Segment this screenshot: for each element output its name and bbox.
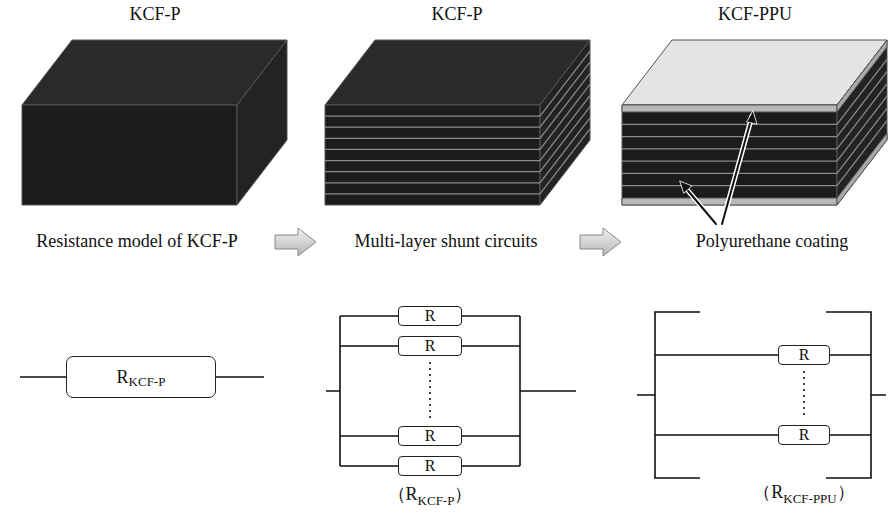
resistor-label: R bbox=[117, 367, 129, 388]
resistor-label: R bbox=[425, 427, 436, 445]
resistor-symbol: R bbox=[398, 426, 462, 446]
coated-block bbox=[622, 40, 887, 205]
subscript: KCF-P bbox=[418, 493, 455, 508]
stage-caption: Multi-layer shunt circuits bbox=[355, 231, 538, 251]
stage-caption: Multi-layer shunt circuits bbox=[355, 231, 538, 252]
layer-lines bbox=[622, 59, 887, 185]
equivalent-label: ） bbox=[454, 484, 472, 504]
equivalent-label: （RKCF-P） bbox=[388, 484, 473, 505]
subscript: KCF-PPU bbox=[783, 491, 836, 506]
resistor-symbol: R bbox=[398, 306, 462, 326]
stage-caption: Resistance model of KCF-P bbox=[36, 231, 237, 251]
resistor-symbol: R bbox=[398, 336, 462, 356]
column-title: KCF-PPU bbox=[718, 4, 792, 25]
column-title: KCF-P bbox=[431, 4, 482, 25]
equivalent-label: （RKCF-PPU） bbox=[753, 482, 854, 503]
subscript: KCF-P bbox=[129, 374, 166, 390]
equivalent-label: （R bbox=[388, 484, 418, 504]
resistor-label: R bbox=[425, 307, 436, 325]
layer-lines bbox=[325, 51, 590, 194]
circuit-wire bbox=[20, 312, 886, 478]
resistor-symbol: R bbox=[778, 425, 830, 445]
column-title: KCF-P bbox=[129, 4, 180, 25]
stage-caption: Resistance model of KCF-P bbox=[36, 231, 237, 252]
stage-caption: Polyurethane coating bbox=[696, 231, 848, 252]
process-arrow bbox=[275, 228, 621, 256]
leader-arrow bbox=[680, 111, 757, 224]
resistor-label: R bbox=[799, 426, 810, 444]
resistor-box: RKCF-P bbox=[66, 356, 216, 398]
column-title: KCF-PPU bbox=[718, 4, 792, 24]
column-title: KCF-P bbox=[431, 4, 482, 24]
equivalent-label: （R bbox=[753, 482, 783, 502]
resistor-label: R bbox=[425, 457, 436, 475]
layered-block bbox=[325, 40, 590, 205]
stage-caption: Polyurethane coating bbox=[696, 231, 848, 251]
solid-block bbox=[22, 40, 287, 205]
equivalent-label: ） bbox=[837, 482, 855, 502]
resistor-label: R bbox=[799, 346, 810, 364]
resistor-label: R bbox=[425, 337, 436, 355]
resistor-symbol: R bbox=[398, 456, 462, 476]
column-title: KCF-P bbox=[129, 4, 180, 24]
resistor-symbol: R bbox=[778, 345, 830, 365]
